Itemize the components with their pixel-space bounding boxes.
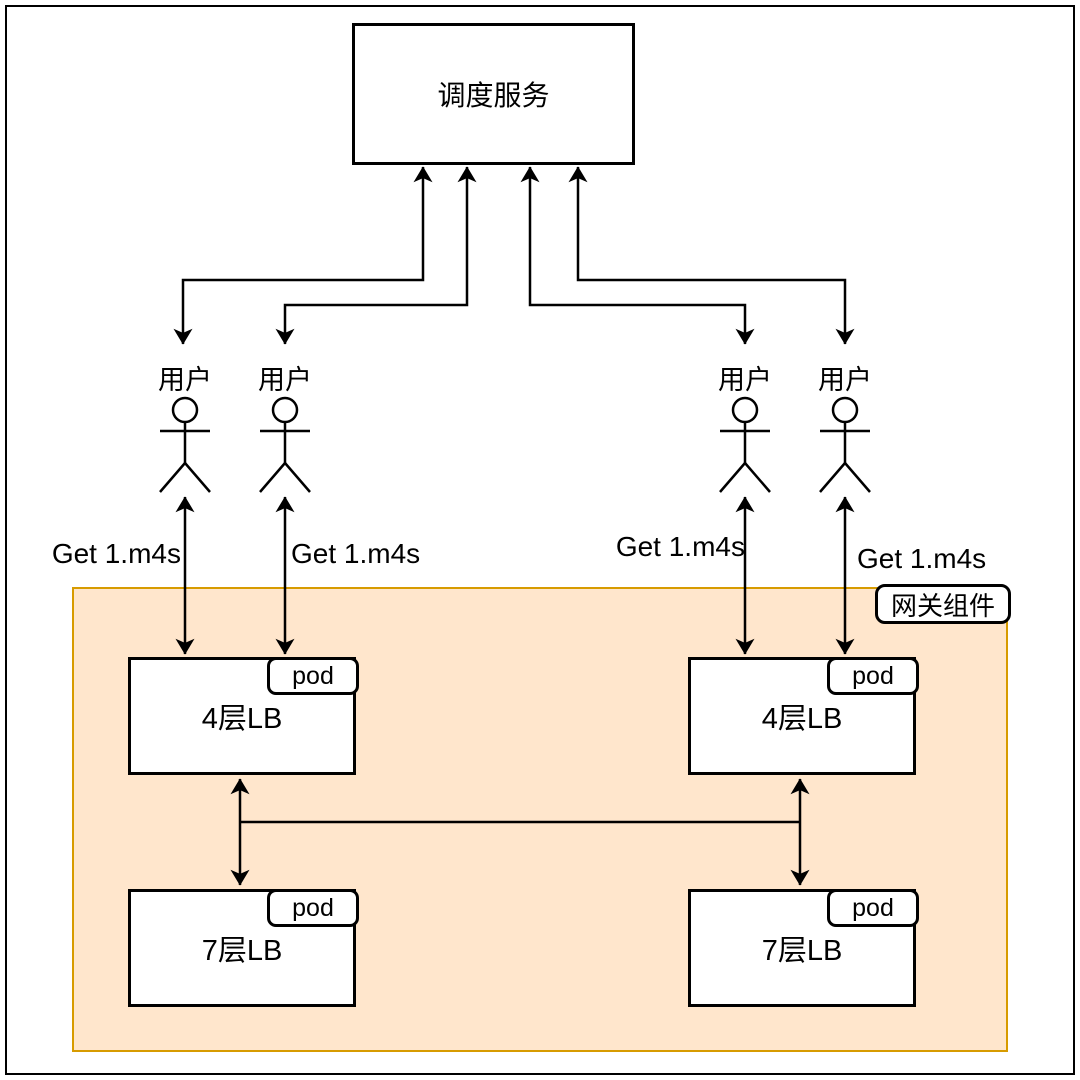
user-2-head (271, 396, 299, 424)
pod-badge-3: pod (267, 889, 359, 927)
connector-scheduler-user-4 (568, 166, 855, 345)
user-1-legs (159, 462, 211, 493)
user-4-figure (819, 396, 871, 493)
request-label-3: Get 1.m4s (615, 531, 745, 562)
connector-scheduler-user-1 (173, 166, 433, 345)
l7-lb-left-box: pod 7层LB (128, 889, 359, 1007)
gateway-label-text: 网关组件 (890, 590, 995, 621)
pod-badge-4-text: pod (852, 893, 894, 922)
user-2-legs (259, 462, 311, 493)
scheduler-service-box: 调度服务 (352, 23, 635, 165)
gateway-label: 网关组件 (875, 584, 1011, 624)
request-label-2: Get 1.m4s (291, 538, 421, 569)
user-1-label: 用户 (158, 365, 212, 395)
pod-badge-4: pod (827, 889, 919, 927)
l7-lb-right-label: 7层LB (761, 935, 843, 967)
l4-lb-right-label: 4层LB (761, 703, 843, 735)
user-2-label: 用户 (258, 365, 312, 395)
user-3-legs (719, 462, 771, 493)
user-4-head (831, 396, 859, 424)
request-label-4: Get 1.m4s (857, 543, 987, 574)
user-3-figure (719, 396, 771, 493)
user-4-legs (819, 462, 871, 493)
user-3-head (731, 396, 759, 424)
connector-scheduler-user-2 (275, 166, 477, 345)
l4-lb-left-label: 4层LB (201, 703, 283, 735)
pod-badge-1: pod (267, 657, 359, 695)
l4-lb-right-box: pod 4层LB (688, 657, 919, 775)
user-2-figure (259, 396, 311, 493)
user-1-figure (159, 396, 211, 493)
l7-lb-right-box: pod 7层LB (688, 889, 919, 1007)
l4-lb-left-box: pod 4层LB (128, 657, 359, 775)
scheduler-service-label: 调度服务 (437, 80, 550, 111)
pod-badge-3-text: pod (292, 893, 334, 922)
user-3-label: 用户 (718, 365, 772, 395)
pod-badge-2: pod (827, 657, 919, 695)
user-1-head (171, 396, 199, 424)
l7-lb-left-label: 7层LB (201, 935, 283, 967)
request-label-1: Get 1.m4s (51, 538, 181, 569)
pod-badge-1-text: pod (292, 661, 334, 690)
pod-badge-2-text: pod (852, 661, 894, 690)
user-4-label: 用户 (818, 365, 872, 395)
connector-scheduler-user-3 (520, 166, 755, 345)
